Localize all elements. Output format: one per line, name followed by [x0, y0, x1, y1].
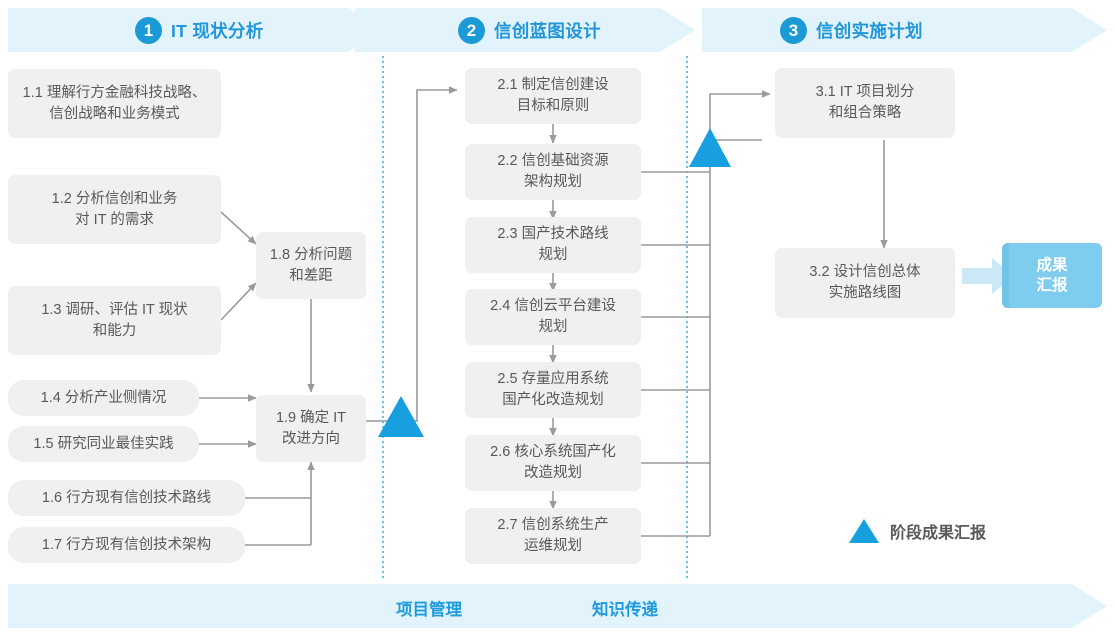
phase-header-2[interactable]: 2 信创蓝图设计 [458, 15, 601, 45]
process-box-1-3[interactable]: 1.3 调研、评估 IT 现状 和能力 [8, 286, 221, 355]
process-box-2-6[interactable]: 2.6 核心系统国产化 改造规划 [465, 435, 641, 491]
process-box-1-5[interactable]: 1.5 研究同业最佳实践 [8, 426, 199, 462]
phase-banner-top [8, 8, 1107, 52]
result-arrow-icon [962, 258, 1014, 294]
footer-label-knowledge-transfer[interactable]: 知识传递 [592, 601, 658, 619]
milestone-triangle-phase2 [689, 128, 731, 167]
process-box-2-3[interactable]: 2.3 国产技术路线 规划 [465, 217, 641, 273]
process-box-2-1[interactable]: 2.1 制定信创建设 目标和原则 [465, 68, 641, 124]
process-box-3-2[interactable]: 3.2 设计信创总体 实施路线图 [775, 248, 955, 318]
process-box-3-1[interactable]: 3.1 IT 项目划分 和组合策略 [775, 68, 955, 138]
process-box-1-2[interactable]: 1.2 分析信创和业务 对 IT 的需求 [8, 175, 221, 244]
phase-number-badge: 3 [780, 16, 807, 44]
process-box-2-5[interactable]: 2.5 存量应用系统 国产化改造规划 [465, 362, 641, 418]
process-box-2-2[interactable]: 2.2 信创基础资源 架构规划 [465, 144, 641, 200]
phase-title: 信创实施计划 [816, 20, 923, 41]
phase1-connectors [199, 211, 315, 546]
process-box-1-4[interactable]: 1.4 分析产业侧情况 [8, 380, 199, 416]
milestone-triangle-phase1 [378, 396, 424, 437]
milestone-triangle-icon [849, 519, 879, 543]
legend-milestone: 阶段成果汇报 [849, 519, 986, 543]
result-badge[interactable]: 成果 汇报 [1002, 243, 1102, 308]
process-box-2-4[interactable]: 2.4 信创云平台建设 规划 [465, 289, 641, 345]
footer-banner [8, 584, 1107, 628]
phase-header-3[interactable]: 3 信创实施计划 [780, 15, 923, 45]
phase-number-badge: 1 [135, 16, 162, 44]
phase-title: IT 现状分析 [171, 20, 264, 41]
footer-label-project-management[interactable]: 项目管理 [396, 601, 462, 619]
phase-header-1[interactable]: 1 IT 现状分析 [135, 15, 264, 45]
process-box-1-1[interactable]: 1.1 理解行方金融科技战略、 信创战略和业务模式 [8, 69, 221, 138]
process-box-1-9[interactable]: 1.9 确定 IT 改进方向 [256, 395, 366, 462]
phase1-to-phase2-connector [366, 86, 458, 422]
legend-label: 阶段成果汇报 [890, 525, 987, 542]
process-box-2-7[interactable]: 2.7 信创系统生产 运维规划 [465, 508, 641, 564]
process-box-1-6[interactable]: 1.6 行方现有信创技术路线 [8, 480, 245, 516]
phase-title: 信创蓝图设计 [494, 20, 601, 41]
phase-number-badge: 2 [458, 16, 485, 44]
process-box-1-7[interactable]: 1.7 行方现有信创技术架构 [8, 527, 245, 563]
process-box-1-8[interactable]: 1.8 分析问题 和差距 [256, 232, 366, 299]
